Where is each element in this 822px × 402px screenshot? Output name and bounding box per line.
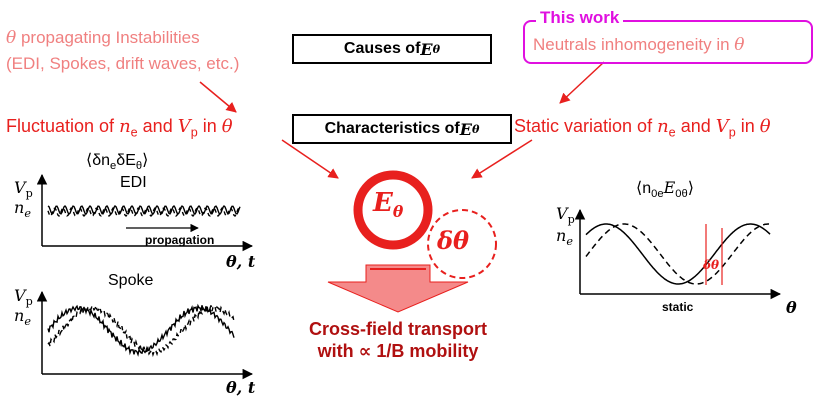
delta-theta-label: δθ xyxy=(437,226,470,255)
edi-plot xyxy=(36,173,254,252)
static-ylabel-vp: Vp xyxy=(556,204,575,227)
static-label: static xyxy=(662,300,694,314)
spoke-ylabel-vp: Vp xyxy=(14,286,33,309)
arrow-neutrals-to-static xyxy=(559,61,605,104)
spoke-title: Spoke xyxy=(108,272,154,289)
result-line2: with ∝ 1/B mobility xyxy=(317,341,479,361)
edi-propagation-label: propagation xyxy=(145,233,215,247)
result-text: Cross-field transport with ∝ 1/B mobilit… xyxy=(298,318,498,362)
static-correlation-label: ⟨n0eE0θ⟩ xyxy=(636,178,694,201)
result-line1: Cross-field transport xyxy=(308,319,488,339)
e-theta-ring-label: Eθ xyxy=(373,188,404,222)
edi-ylabel-vp: Vp xyxy=(14,178,33,201)
result-down-arrow xyxy=(327,264,469,313)
instabilities-line1: θ propagating Instabilities xyxy=(6,28,200,48)
arrow-instabilities-to-fluctuation xyxy=(199,81,237,113)
neutrals-inhomogeneity-text: Neutrals inhomogeneity in θ xyxy=(533,35,745,55)
this-work-tag: This work xyxy=(536,8,624,28)
static-delta-theta-label: δθ xyxy=(703,258,720,272)
static-xlabel: θ xyxy=(786,298,797,317)
static-variation-label: Static variation of ne and Vp in θ xyxy=(514,116,771,140)
e-theta-ring xyxy=(353,170,433,250)
edi-title: EDI xyxy=(120,174,147,191)
edi-ylabel-ne: ne xyxy=(14,198,31,221)
static-plot xyxy=(574,208,782,300)
edi-xlabel: θ, t xyxy=(226,252,256,271)
spoke-plot xyxy=(36,290,254,380)
instabilities-line2: (EDI, Spokes, drift waves, etc.) xyxy=(6,54,240,73)
arrow-fluctuation-to-etheta xyxy=(281,139,339,179)
spoke-ylabel-ne: ne xyxy=(14,306,31,329)
delta-theta-dashed-circle xyxy=(427,209,497,279)
static-ylabel-ne: ne xyxy=(556,226,573,249)
arrow-static-to-etheta xyxy=(471,139,533,179)
this-work-box xyxy=(523,20,813,64)
spoke-xlabel: θ, t xyxy=(226,378,256,397)
edi-correlation-label: ⟨δneδEθ⟩ xyxy=(86,152,149,173)
fluctuation-label: Fluctuation of ne and Vp in θ xyxy=(6,116,233,140)
